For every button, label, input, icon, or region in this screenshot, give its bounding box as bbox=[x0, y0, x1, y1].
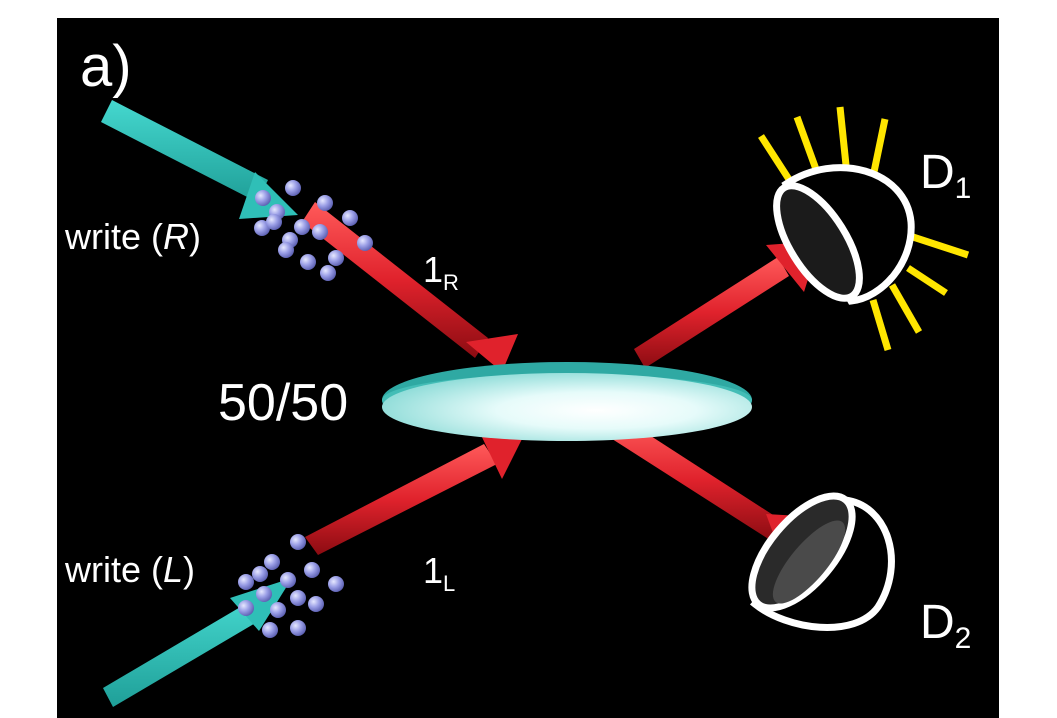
write-beam-left bbox=[103, 578, 292, 707]
atom bbox=[264, 554, 280, 570]
atom bbox=[254, 220, 270, 236]
atom bbox=[312, 224, 328, 240]
flash-rays bbox=[758, 106, 970, 352]
atom bbox=[290, 620, 306, 636]
detector-D1 bbox=[773, 164, 915, 305]
atomic-ensemble-left bbox=[238, 534, 344, 638]
atom bbox=[252, 566, 268, 582]
atom bbox=[238, 574, 254, 590]
photon-beam-1R bbox=[302, 202, 518, 372]
atom bbox=[342, 210, 358, 226]
atom bbox=[266, 214, 282, 230]
write-left-label: write (L) bbox=[64, 549, 195, 590]
mode-1L-label: 1L bbox=[423, 550, 455, 596]
atom bbox=[357, 235, 373, 251]
write-right-label: write (R) bbox=[64, 216, 201, 257]
atom bbox=[256, 586, 272, 602]
atom bbox=[328, 576, 344, 592]
atom bbox=[300, 254, 316, 270]
atomic-ensemble-right bbox=[254, 180, 373, 281]
atom bbox=[285, 180, 301, 196]
photon-beam-1L bbox=[305, 431, 526, 555]
atom bbox=[328, 250, 344, 266]
atom bbox=[238, 600, 254, 616]
atom bbox=[317, 195, 333, 211]
detector-D1-label: D1 bbox=[920, 146, 971, 205]
detector-D2 bbox=[748, 492, 895, 631]
detector-D2-label: D2 bbox=[920, 596, 971, 655]
atom bbox=[304, 562, 320, 578]
atom bbox=[270, 602, 286, 618]
beam-splitter bbox=[382, 362, 752, 441]
panel-label: a) bbox=[80, 34, 132, 99]
atom bbox=[280, 572, 296, 588]
atom bbox=[290, 590, 306, 606]
atom bbox=[320, 265, 336, 281]
atom bbox=[290, 534, 306, 550]
atom bbox=[262, 622, 278, 638]
mode-1R-label: 1R bbox=[423, 249, 459, 295]
splitter-ratio-label: 50/50 bbox=[218, 374, 348, 432]
atom bbox=[308, 596, 324, 612]
atom bbox=[255, 190, 271, 206]
atom bbox=[294, 219, 310, 235]
atom bbox=[278, 242, 294, 258]
